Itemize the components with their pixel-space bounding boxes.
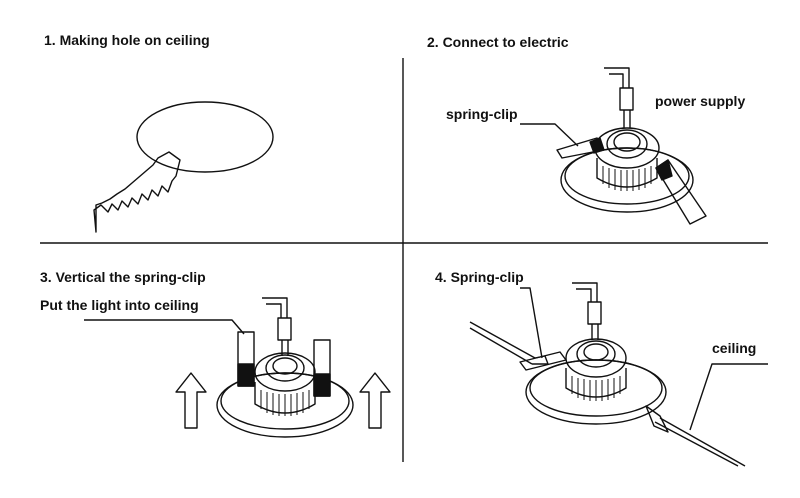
connector-block bbox=[619, 87, 634, 111]
leader-spring-clip-p4 bbox=[520, 287, 543, 359]
power-wire bbox=[604, 67, 630, 88]
panel2-illustration bbox=[520, 67, 707, 225]
leader-spring-clip bbox=[520, 123, 579, 147]
arrow-up-left-icon bbox=[175, 372, 207, 429]
callout-spring-clip: spring-clip bbox=[446, 106, 518, 122]
ceiling-hole bbox=[136, 101, 274, 173]
callout-put-light: Put the light into ceiling bbox=[40, 297, 199, 313]
step4-title: 4. Spring-clip bbox=[435, 269, 524, 285]
callout-power-supply: power supply bbox=[655, 93, 746, 109]
step2-title: 2. Connect to electric bbox=[427, 34, 569, 50]
ceiling-line-left bbox=[469, 321, 536, 359]
leader-put-light bbox=[84, 319, 245, 335]
step1-title: 1. Making hole on ceiling bbox=[44, 32, 210, 48]
leader-ceiling bbox=[689, 363, 768, 431]
arrow-up-right-icon bbox=[359, 372, 391, 429]
spring-clip-left-p4 bbox=[519, 351, 567, 371]
spring-clip-right-p4 bbox=[645, 405, 669, 433]
panel1-illustration bbox=[93, 101, 274, 233]
panel4-illustration bbox=[469, 282, 768, 467]
callout-ceiling: ceiling bbox=[712, 340, 757, 356]
step3-title: 3. Vertical the spring-clip bbox=[40, 269, 206, 285]
ceiling-line-right bbox=[659, 417, 746, 467]
saw-icon bbox=[93, 151, 181, 233]
panel3-illustration bbox=[84, 297, 391, 438]
